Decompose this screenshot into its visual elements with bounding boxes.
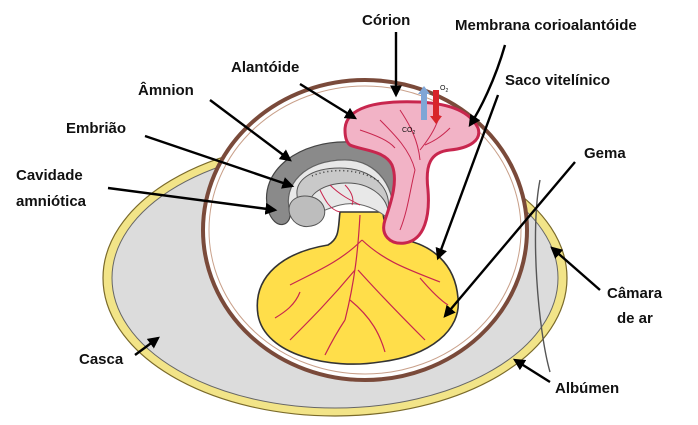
label-cavidade-2: amniótica bbox=[16, 193, 87, 210]
label-cavidade-1: Cavidade bbox=[16, 167, 83, 184]
o2-label: O2 bbox=[440, 85, 448, 94]
label-gema: Gema bbox=[584, 145, 626, 162]
label-saco: Saco vitelínico bbox=[505, 72, 610, 89]
label-corion: Córion bbox=[362, 12, 410, 29]
o2-arrow-shaft bbox=[433, 90, 439, 116]
label-albumen: Albúmen bbox=[555, 380, 619, 397]
label-camara-1: Câmara bbox=[607, 285, 663, 302]
label-camara-2: de ar bbox=[617, 310, 653, 327]
co2-arrow-shaft bbox=[421, 94, 427, 120]
label-embriao: Embrião bbox=[66, 120, 126, 137]
label-amnion: Âmnion bbox=[138, 81, 194, 99]
embryo-head bbox=[289, 196, 325, 227]
arrow-membrana bbox=[470, 45, 505, 125]
label-casca: Casca bbox=[79, 351, 124, 368]
label-membrana: Membrana corioalantóide bbox=[455, 17, 637, 34]
label-alantoide: Alantóide bbox=[231, 59, 299, 76]
arrow-albumen bbox=[515, 360, 550, 382]
